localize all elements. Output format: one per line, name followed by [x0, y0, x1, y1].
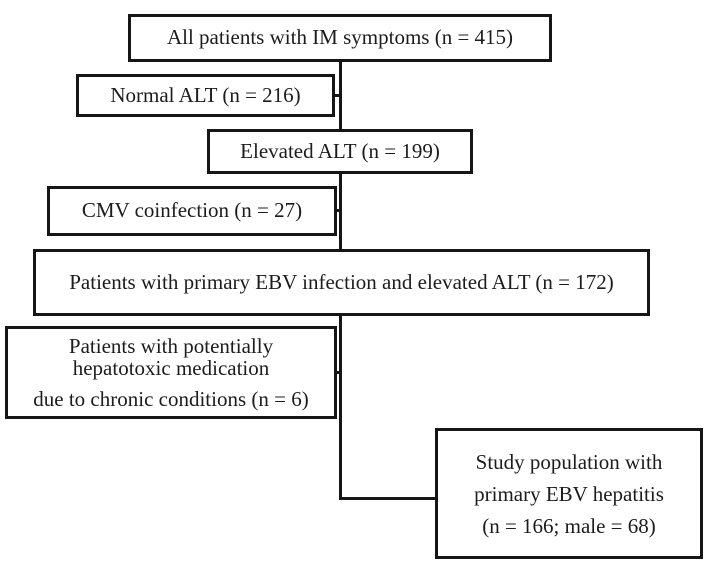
flow-box-hepatotoxic-medication: Patients with potentially hepatotoxic me… — [5, 326, 337, 419]
flow-box-cmv-coinfection: CMV coinfection (n = 27) — [47, 186, 337, 236]
flow-box-elevated-alt-label: Elevated ALT (n = 199) — [240, 138, 440, 163]
flow-box-ebv-elevated-alt-label: Patients with primary EBV infection and … — [69, 269, 614, 294]
flow-box-study-population: Study population with primary EBV hepati… — [435, 428, 703, 559]
connector-to-study-population — [339, 497, 437, 500]
flow-box-study-population-line2: primary EBV hepatitis — [474, 481, 664, 506]
flow-box-study-population-line3: (n = 166; male = 68) — [482, 513, 656, 538]
flow-box-all-patients: All patients with IM symptoms (n = 415) — [128, 14, 552, 62]
flow-box-study-population-line1: Study population with — [475, 449, 663, 474]
flow-box-ebv-elevated-alt: Patients with primary EBV infection and … — [33, 249, 650, 316]
connector-stub-hepatotoxic-medication — [334, 371, 341, 374]
flow-box-normal-alt-label: Normal ALT (n = 216) — [110, 82, 301, 107]
flow-box-cmv-coinfection-label: CMV coinfection (n = 27) — [81, 198, 303, 223]
flow-box-all-patients-label: All patients with IM symptoms (n = 415) — [166, 25, 514, 50]
flow-box-hepatotoxic-medication-line3: due to chronic conditions (n = 6) — [33, 387, 309, 411]
flow-box-elevated-alt: Elevated ALT (n = 199) — [207, 129, 473, 174]
flow-box-hepatotoxic-medication-line1: Patients with potentially — [68, 334, 274, 358]
connector-stub-cmv-coinfection — [334, 209, 341, 212]
flow-box-normal-alt: Normal ALT (n = 216) — [76, 74, 335, 117]
flow-box-hepatotoxic-medication-line2: hepatotoxic medication — [72, 356, 270, 380]
connector-stub-normal-alt — [332, 94, 341, 97]
